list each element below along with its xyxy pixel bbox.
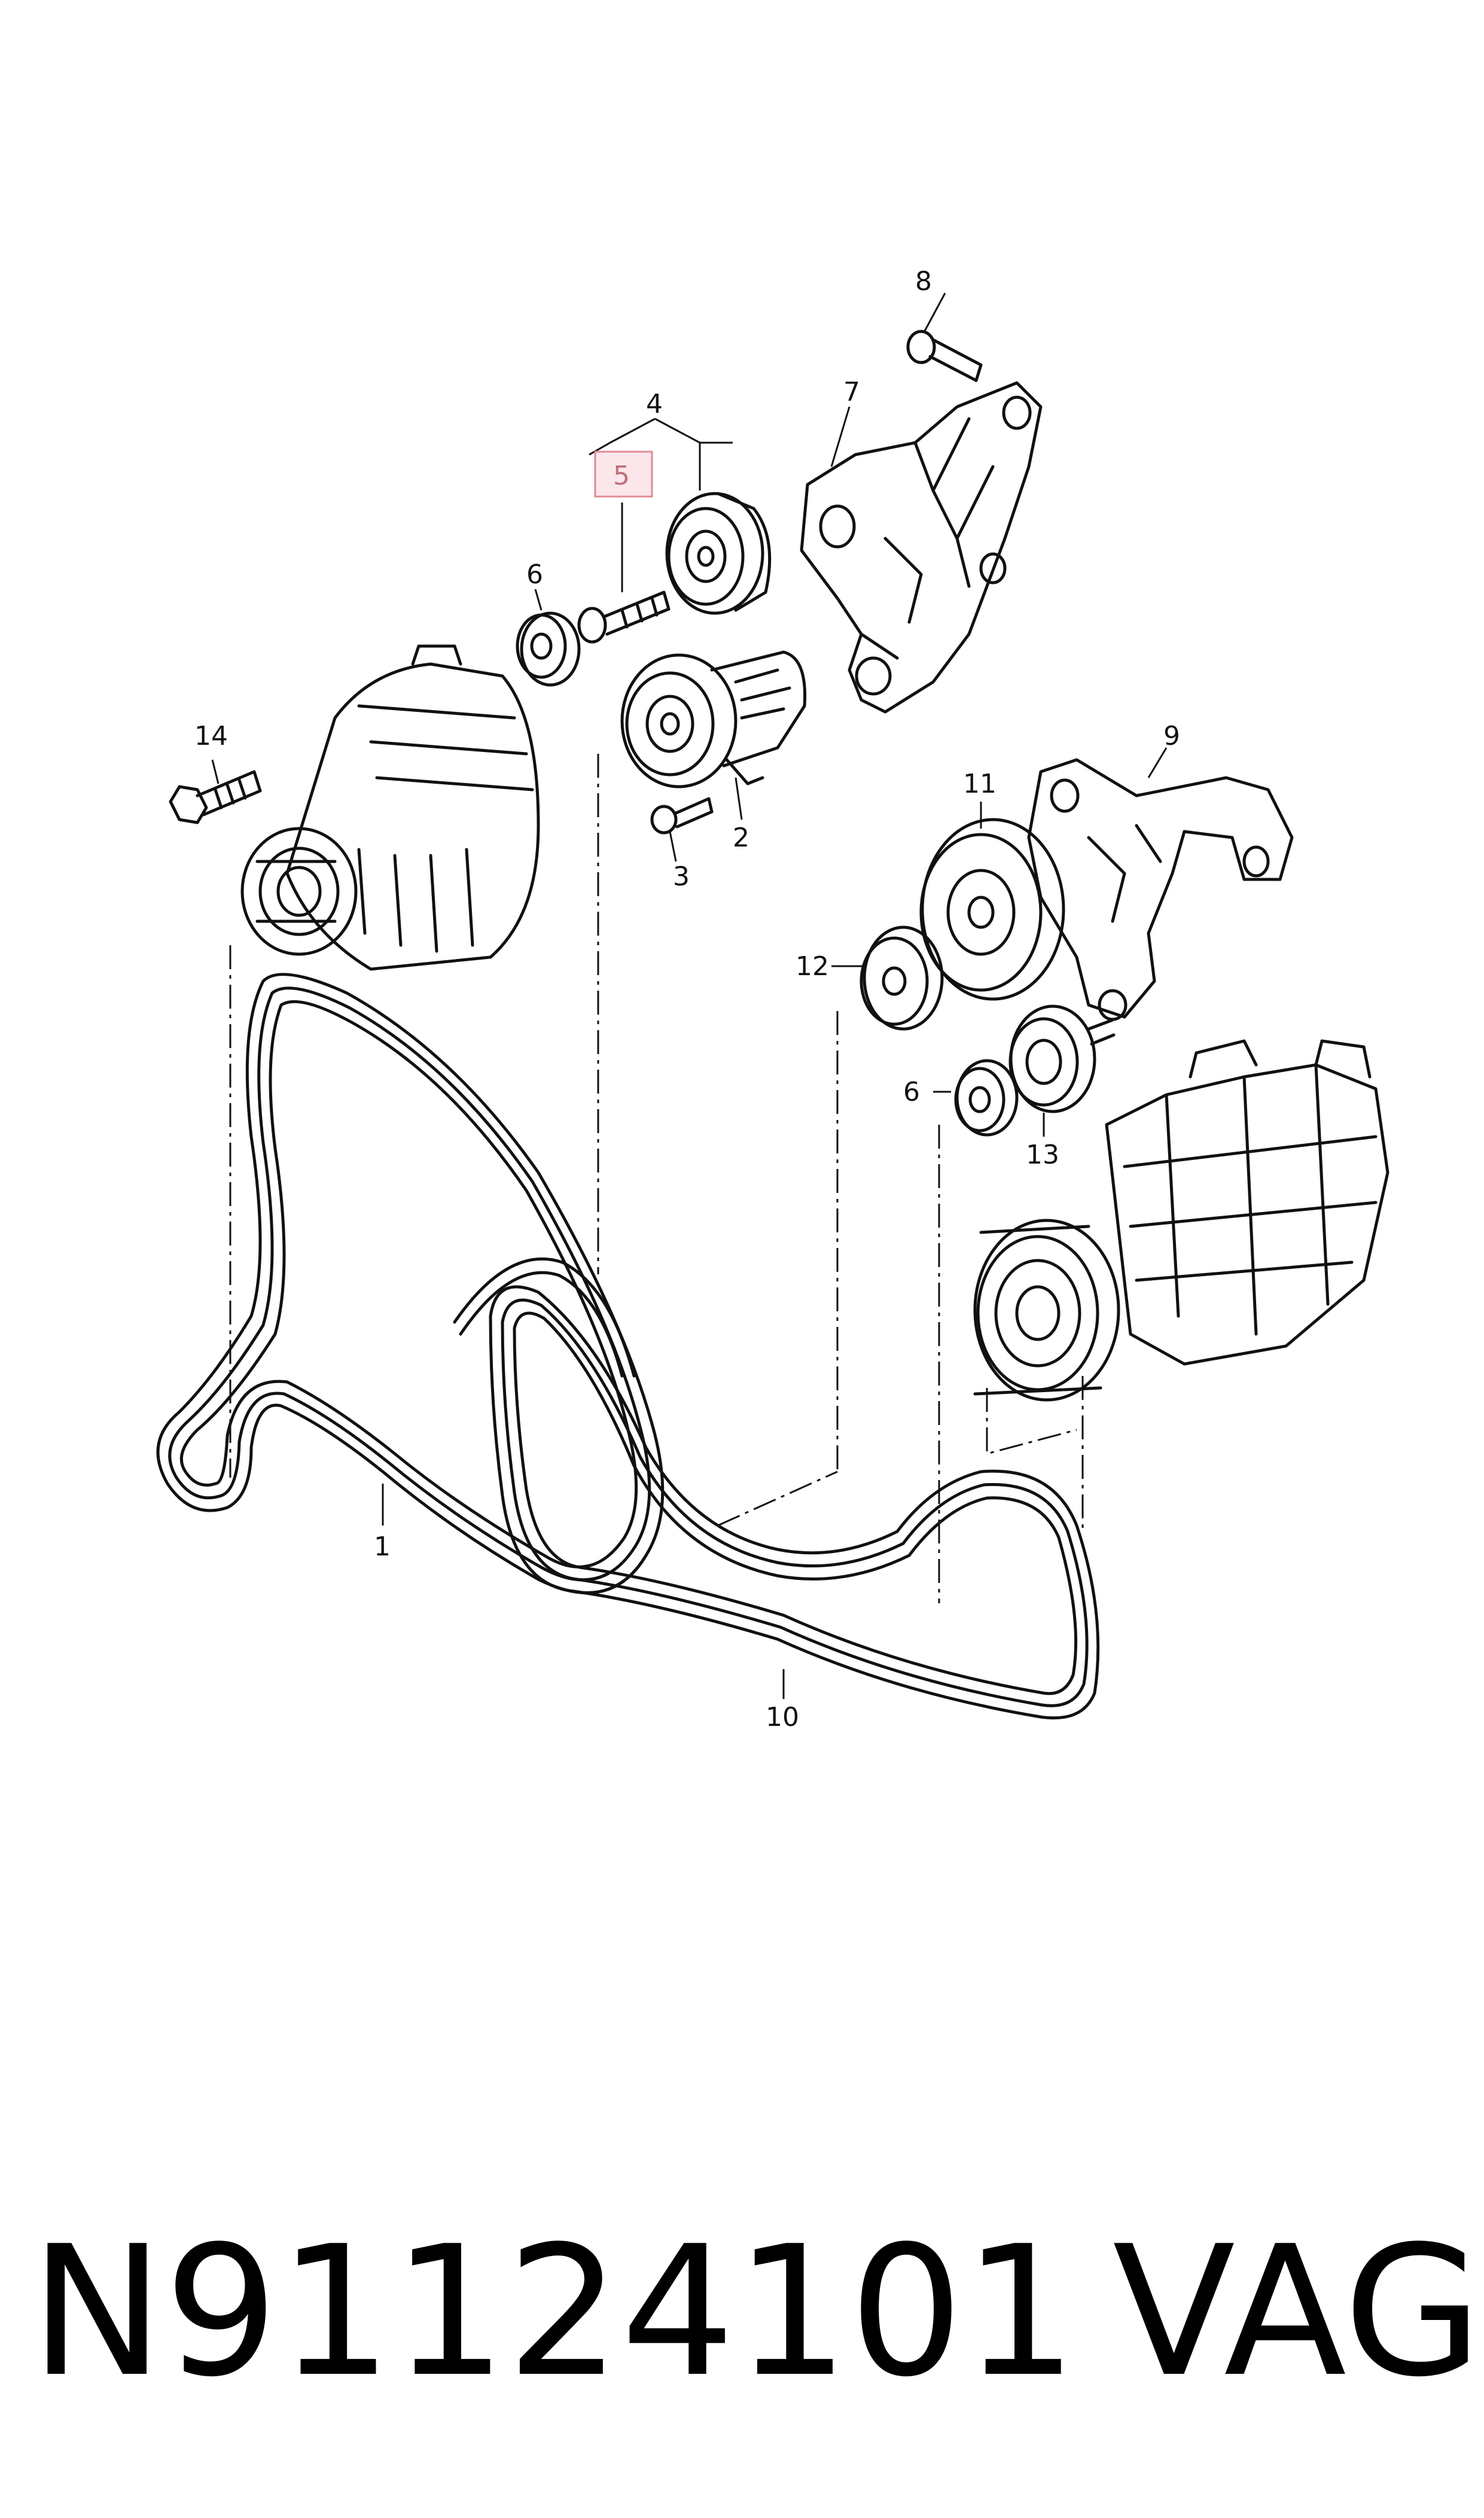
bracket-7: [800, 381, 1043, 714]
bolt-3: [650, 797, 714, 835]
callout-9: 9: [1163, 721, 1180, 751]
callout-1: 1: [374, 1531, 391, 1562]
callout-5: 5: [613, 461, 630, 491]
pulley-6-lower: [954, 1059, 1019, 1137]
callout-6-upper: 6: [526, 559, 543, 590]
brand-name: VAG: [1113, 2208, 1483, 2416]
belt-1: [156, 973, 665, 1594]
pulley-12: [860, 925, 944, 1031]
pulley-13: [1008, 1004, 1116, 1113]
callout-5-highlight: [594, 450, 653, 498]
callout-11: 11: [963, 769, 997, 799]
belt-10: [489, 1285, 1100, 1720]
callout-13: 13: [1026, 1140, 1059, 1170]
callout-labels: 1 2 3 4 5 6 6 7 8 9 10 11 12 13 14: [194, 266, 1180, 1733]
ac-compressor: [973, 1039, 1389, 1402]
callout-2: 2: [733, 823, 749, 853]
bolt-8: [906, 330, 983, 382]
part-number: N91124101: [30, 2208, 1078, 2416]
callout-7: 7: [843, 377, 860, 407]
callout-3: 3: [673, 861, 690, 892]
callout-12: 12: [796, 951, 829, 982]
bracket-9: [1027, 758, 1294, 1021]
callout-leaders: [211, 293, 1168, 1699]
alternator: [240, 644, 540, 971]
leader-lines: [229, 754, 1084, 1603]
callout-8: 8: [915, 266, 932, 297]
callout-4: 4: [646, 389, 663, 419]
callout-10: 10: [766, 1702, 799, 1733]
idler-pulley-4: [665, 492, 772, 615]
belt-tensioner-2: [620, 650, 807, 788]
callout-14: 14: [194, 721, 228, 751]
callout-6-lower: 6: [903, 1077, 920, 1107]
bolt-14: [169, 770, 262, 824]
bolt-5: [577, 590, 671, 644]
pulley-6-upper: [516, 611, 581, 687]
pulley-11: [919, 818, 1065, 1001]
